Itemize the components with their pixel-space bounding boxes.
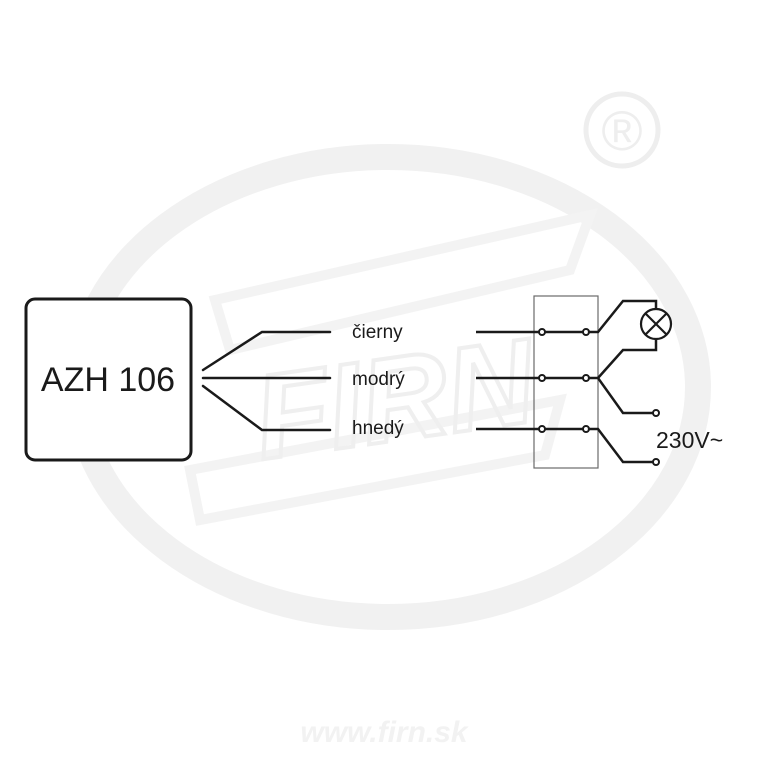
wire-brown [201, 384, 332, 432]
output-wiring [587, 299, 658, 464]
supply-terminals [652, 409, 660, 466]
device-box: AZH 106 [24, 297, 193, 462]
supply-terminal-icon [652, 409, 660, 417]
watermark-url: www.firn.sk [300, 716, 469, 749]
terminal-screw [538, 374, 546, 382]
wire-black [201, 330, 332, 372]
supply-label: 230V~ [656, 427, 723, 453]
wire-label-brown: hnedý [352, 418, 404, 439]
terminal-screw [538, 425, 546, 433]
supply-terminal-icon [652, 458, 660, 466]
terminal-wires [476, 330, 584, 431]
wire-label-black: čierny [352, 322, 403, 343]
terminal-screw [538, 328, 546, 336]
watermark-registered-text: ® [601, 99, 642, 162]
terminal-screws [538, 328, 590, 433]
wire-fanout [201, 330, 332, 432]
registered-mark-icon [583, 91, 661, 169]
lamp-icon [639, 307, 673, 341]
device-label: AZH 106 [41, 361, 175, 399]
terminal-block [533, 295, 599, 469]
wire-label-blue: modrý [352, 369, 405, 390]
